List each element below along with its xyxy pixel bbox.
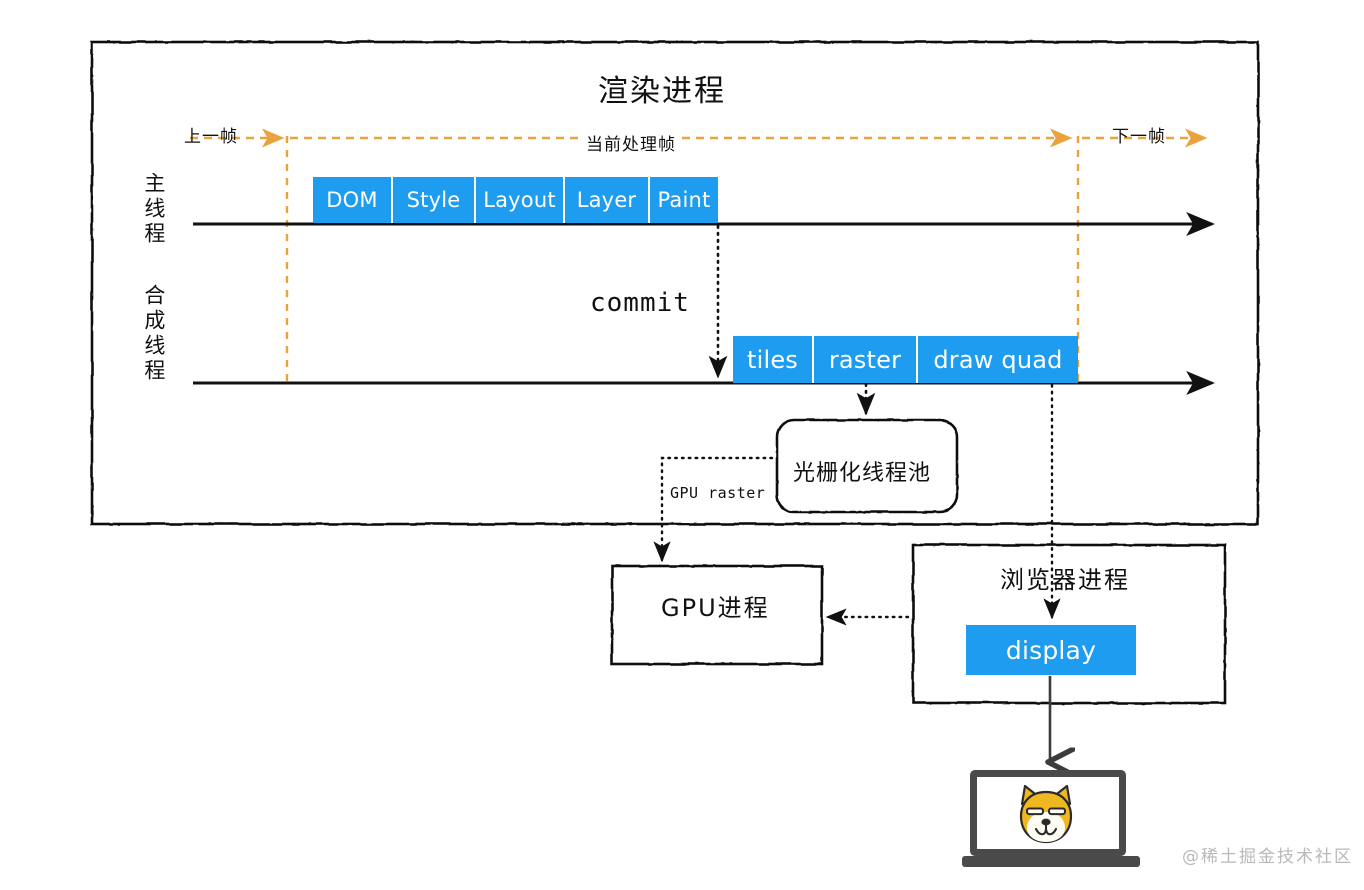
gpu-process-box — [610, 564, 824, 666]
display-chip[interactable]: display — [966, 625, 1136, 675]
stage-chip-layer[interactable]: Layer — [565, 177, 650, 223]
laptop-icon — [962, 770, 1140, 880]
stage-chip-paint[interactable]: Paint — [650, 177, 718, 223]
frame-label-current: 当前处理帧 — [582, 130, 680, 155]
laptop-base — [962, 856, 1140, 867]
watermark: @稀土掘金技术社区 — [1182, 847, 1353, 867]
raster-thread-pool-label: 光栅化线程池 — [793, 461, 932, 486]
doge-icon — [1014, 784, 1078, 846]
stage-chip-draw-quad[interactable]: draw quad — [918, 336, 1078, 383]
gpu-process-label: GPU进程 — [661, 594, 770, 622]
page-title: 渲染进程 — [598, 74, 726, 109]
renderer-process-box — [90, 40, 1260, 526]
browser-process-label: 浏览器进程 — [1000, 566, 1130, 594]
frame-label-prev: 上一帧 — [184, 127, 238, 147]
gpu-raster-label: GPU raster — [670, 484, 766, 502]
stage-chip-layout[interactable]: Layout — [476, 177, 565, 223]
commit-label: commit — [590, 288, 690, 318]
gpu-raster-path — [653, 456, 774, 563]
lane-label-main-thread: 主线程 — [141, 172, 166, 247]
raster-thread-pool-box — [775, 418, 959, 514]
browser-process-box — [911, 543, 1227, 705]
stage-chip-tiles[interactable]: tiles — [733, 336, 814, 383]
lane-label-compositor-thread: 合成线程 — [141, 284, 166, 384]
frame-label-next: 下一帧 — [1112, 127, 1166, 147]
stage-chip-style[interactable]: Style — [393, 177, 476, 223]
stage-chip-raster[interactable]: raster — [814, 336, 918, 383]
stage-chip-dom[interactable]: DOM — [313, 177, 393, 223]
